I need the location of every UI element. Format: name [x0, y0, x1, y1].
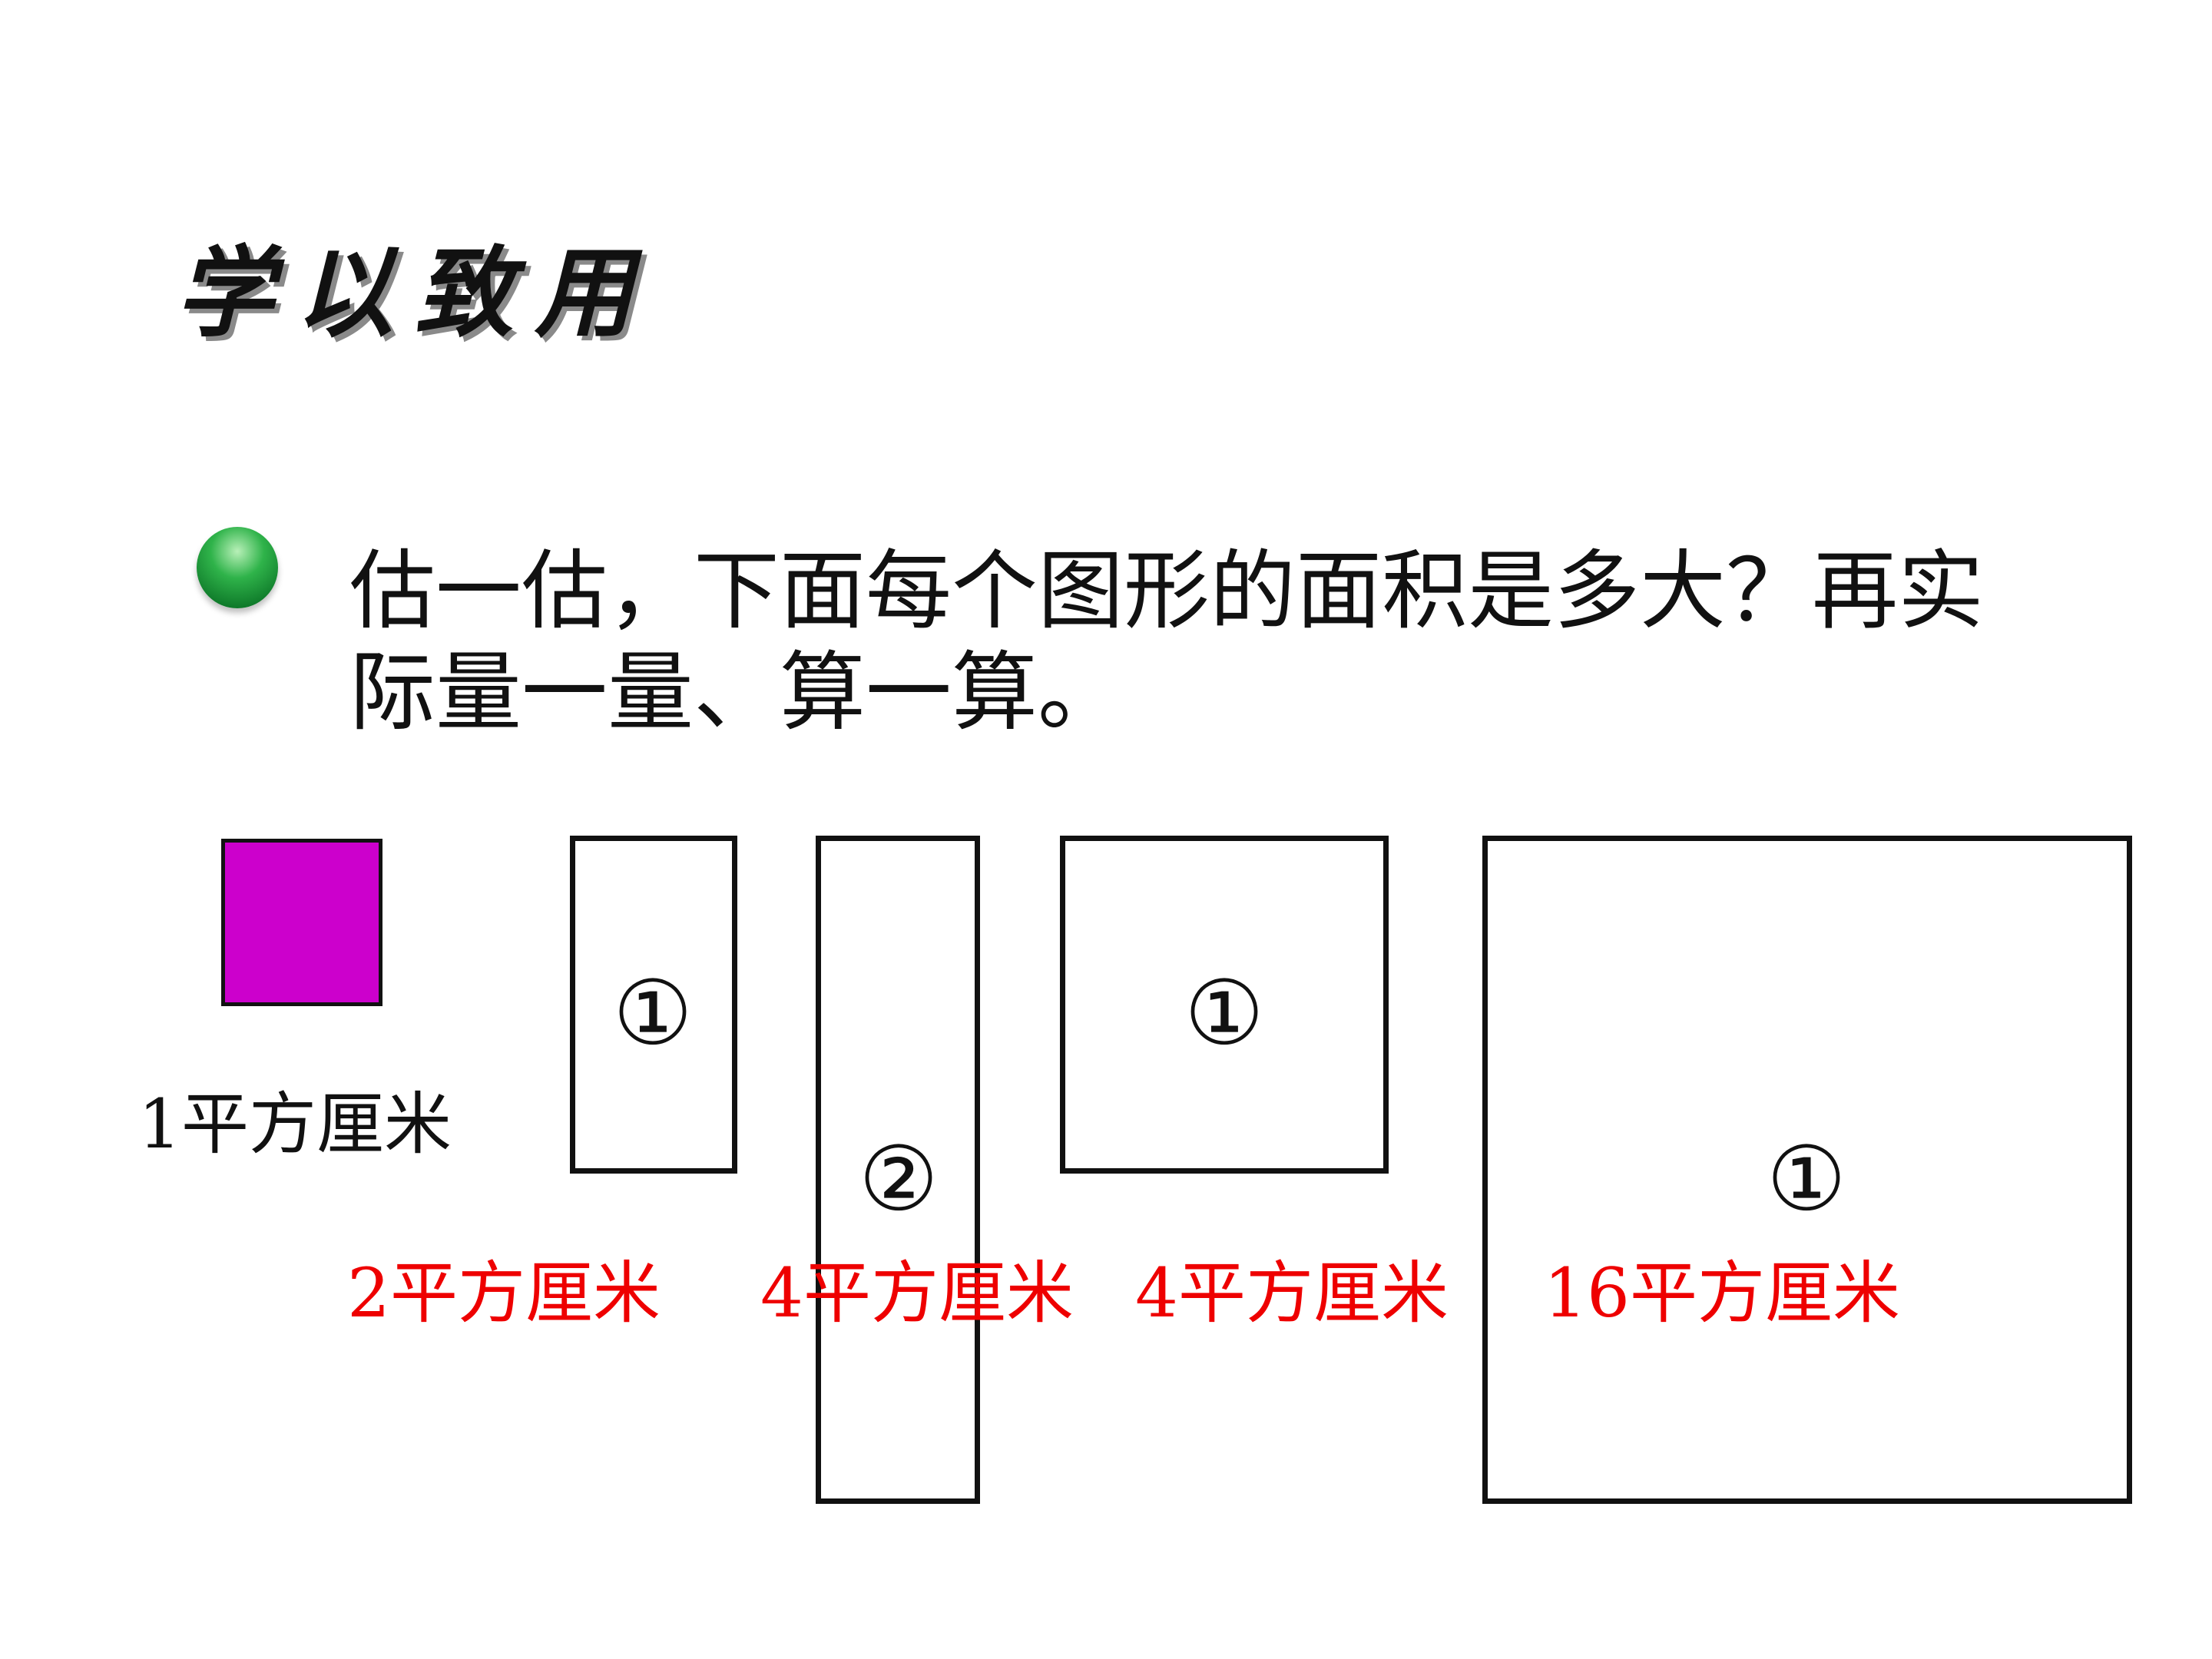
- answer-label-4: 16平方厘米: [1544, 1253, 1900, 1333]
- shape-number-3: ①: [1184, 962, 1264, 1065]
- unit-square: [221, 839, 382, 1006]
- rectangle-shape-2: [816, 836, 980, 1504]
- question-text: 估一估，下面每个图形的面积是多大？再实 际量一量、算一算。: [349, 541, 2078, 743]
- question-line-1: 估一估，下面每个图形的面积是多大？再实: [349, 541, 1984, 641]
- green-bullet-icon: [197, 527, 278, 608]
- answer-label-1: 2平方厘米: [347, 1253, 661, 1333]
- shape-number-2: ②: [859, 1128, 939, 1231]
- answer-label-3: 4平方厘米: [1135, 1253, 1449, 1333]
- answer-label-2: 4平方厘米: [760, 1253, 1074, 1333]
- page-title: 学以致用: [175, 236, 655, 351]
- rectangle-shape-1: [570, 836, 737, 1174]
- question-line-2: 际量一量、算一算。: [349, 643, 1124, 743]
- square-shape-4: [1482, 836, 2132, 1504]
- shape-number-4: ①: [1767, 1128, 1846, 1231]
- rectangle-shape-3: [1060, 836, 1389, 1174]
- shape-number-1: ①: [613, 962, 693, 1065]
- unit-square-label: 1平方厘米: [138, 1084, 452, 1164]
